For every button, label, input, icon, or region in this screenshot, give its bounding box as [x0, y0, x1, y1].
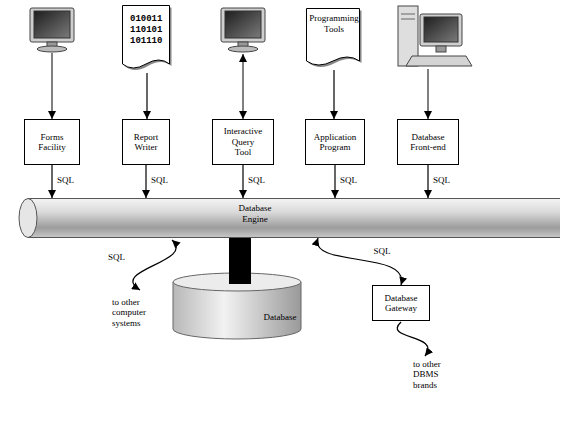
note-label: to other DBMS brands: [413, 359, 461, 390]
tool-box: Forms Facility: [24, 119, 80, 165]
connector: [317, 238, 401, 285]
tools-document: Programming Tools: [306, 8, 362, 70]
connector: [333, 70, 334, 119]
connector-bar: [229, 238, 251, 284]
gateway-box: Database Gateway: [372, 285, 430, 321]
tool-box: Report Writer: [122, 119, 170, 165]
node-text: Programming Tools: [308, 13, 360, 35]
pipe-end: [19, 199, 37, 238]
node-text: Database Front-end: [404, 132, 452, 153]
report-icon: 010011 110101 101110: [122, 5, 172, 73]
pipe-edge: [28, 237, 560, 238]
squiggle-arrow: [397, 322, 428, 356]
note-label: to other computer systems: [112, 297, 164, 328]
node-text: Application Program: [312, 132, 358, 153]
edge-label: SQL: [57, 175, 74, 185]
tool-box: Interactive Query Tool: [212, 119, 274, 165]
node-text: Database: [258, 312, 302, 323]
pipe-body: [28, 199, 560, 238]
note-label: SQL: [108, 252, 138, 262]
monitor-icon: [30, 8, 74, 52]
edge-label: SQL: [340, 175, 357, 185]
edge-label: SQL: [248, 175, 265, 185]
page-outline: [307, 9, 360, 66]
engine-pipe-outline: [18, 198, 560, 238]
computer-icon: [398, 6, 472, 66]
page-outline: [123, 6, 170, 69]
edge-label: SQL: [374, 246, 391, 256]
node-text: Database Gateway: [378, 293, 424, 314]
connector: [145, 165, 146, 198]
engine-pipe: Database Engine: [18, 198, 560, 238]
squiggle-arrow: [133, 240, 176, 290]
monitor-icon: [221, 8, 265, 52]
connector: [334, 165, 335, 198]
connector: [242, 165, 243, 198]
tool-box: Application Program: [305, 119, 365, 165]
arrow: [428, 69, 429, 119]
connector: [51, 165, 52, 198]
node-text: Forms Facility: [33, 132, 71, 153]
connector: [146, 73, 147, 119]
edge-label: SQL: [433, 175, 450, 185]
pipe-edge: [28, 198, 560, 199]
arrow: [52, 53, 53, 119]
connector: [427, 165, 428, 198]
arrow: [243, 54, 244, 119]
node-text: 010011 110101 101110: [130, 14, 166, 46]
tool-box: Database Front-end: [397, 119, 459, 165]
node-text: Database Engine: [227, 203, 283, 225]
edge-label: SQL: [151, 175, 168, 185]
node-text: Report Writer: [129, 132, 163, 153]
node-text: Interactive Query Tool: [224, 126, 262, 157]
